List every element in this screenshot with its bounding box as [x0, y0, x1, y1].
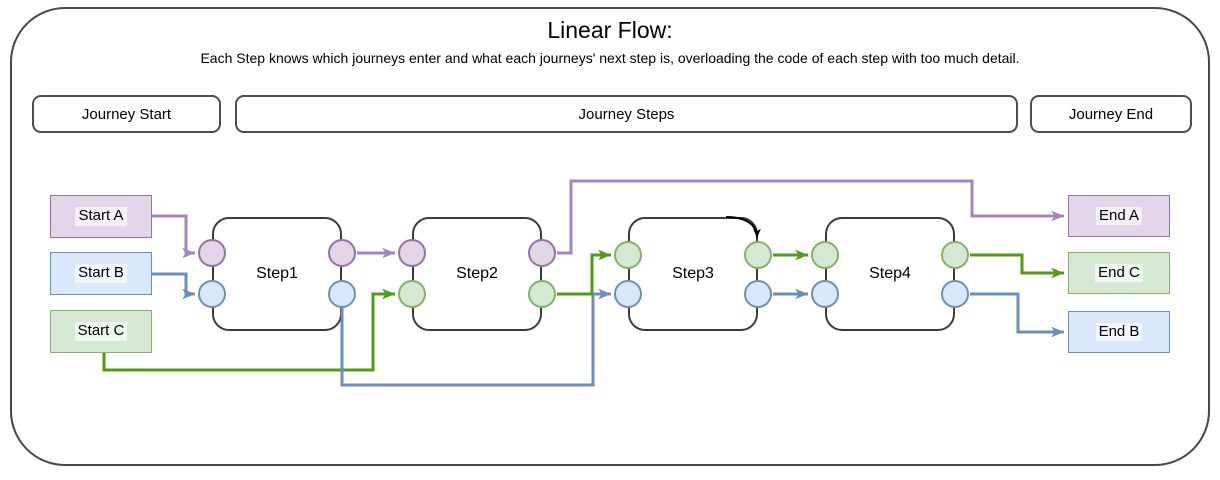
node-end-a: End A: [1068, 195, 1170, 237]
port-step3-out-b: [744, 280, 772, 308]
node-start-a: Start A: [50, 195, 152, 238]
port-step1-out-a: [328, 239, 356, 267]
diagram-title: Linear Flow:: [547, 17, 673, 43]
port-step3-in-c: [614, 241, 642, 269]
step-step3-label: Step3: [672, 265, 714, 282]
step-step4: Step4: [825, 217, 955, 331]
port-step3-out-c: [744, 241, 772, 269]
node-end-a-label: End A: [1095, 206, 1143, 226]
step-step1-label: Step1: [256, 265, 298, 282]
node-start-c-label: Start C: [74, 322, 128, 341]
step-step2: Step2: [412, 217, 542, 331]
port-step2-in-c: [398, 280, 426, 308]
port-step4-out-c: [941, 241, 969, 269]
node-start-b-label: Start B: [75, 264, 127, 283]
node-end-c: End C: [1068, 252, 1170, 294]
diagram-subtitle: Each Step knows which journeys enter and…: [200, 50, 1020, 66]
port-step3-in-b: [614, 280, 642, 308]
port-step4-in-c: [811, 241, 839, 269]
port-step2-out-c: [528, 280, 556, 308]
port-step4-out-b: [941, 280, 969, 308]
port-step1-in-a: [198, 239, 226, 267]
step-step3: Step3: [628, 217, 758, 331]
node-start-b: Start B: [50, 252, 152, 295]
step-step2-label: Step2: [456, 265, 498, 282]
port-step1-in-b: [198, 280, 226, 308]
node-end-b-label: End B: [1095, 322, 1143, 342]
port-step2-out-a: [528, 239, 556, 267]
step-step1: Step1: [212, 217, 342, 331]
node-start-a-label: Start A: [75, 207, 127, 226]
node-start-c: Start C: [50, 310, 152, 353]
port-step2-in-a: [398, 239, 426, 267]
step-step4-label: Step4: [869, 265, 911, 282]
node-end-b: End B: [1068, 311, 1170, 353]
port-step4-in-b: [811, 280, 839, 308]
lane-journey-start: Journey Start: [32, 95, 221, 133]
node-end-c-label: End C: [1095, 263, 1143, 283]
lane-journey-end: Journey End: [1030, 95, 1192, 133]
port-step1-out-b: [328, 280, 356, 308]
lane-journey-steps: Journey Steps: [235, 95, 1018, 133]
diagram-outer-frame: [10, 7, 1210, 466]
